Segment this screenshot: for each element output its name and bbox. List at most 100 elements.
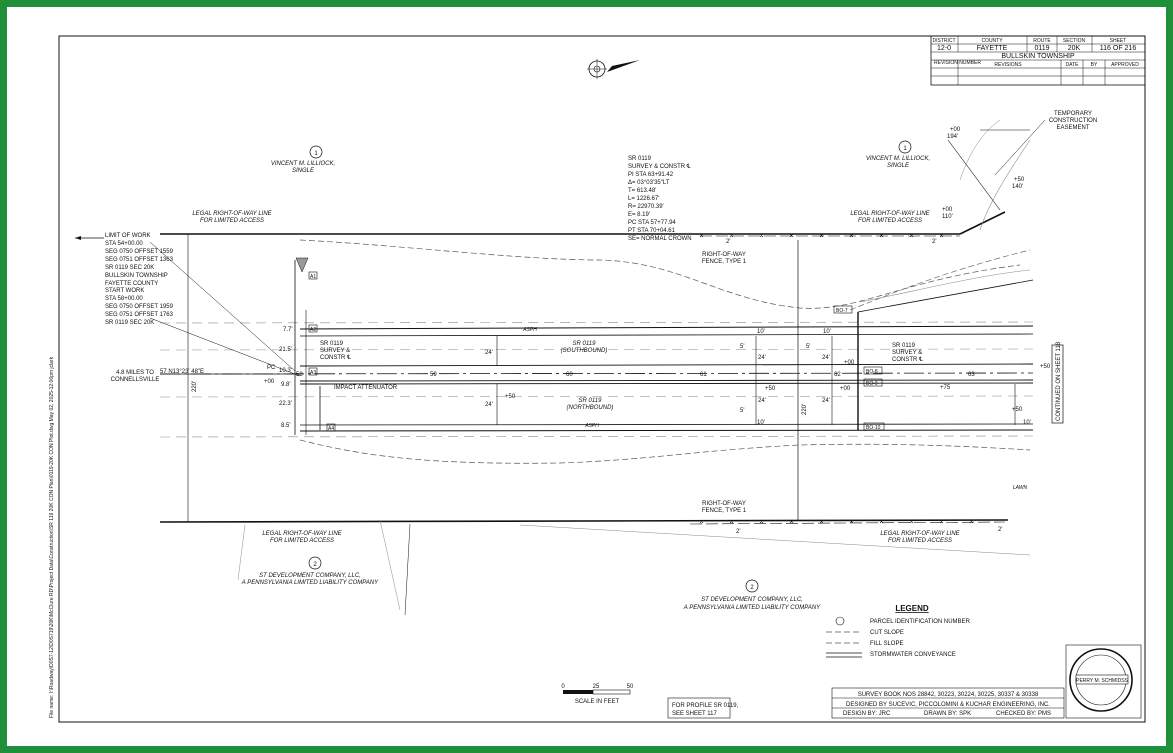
- legend-title: LEGEND: [895, 604, 929, 613]
- svg-text:+50: +50: [1012, 407, 1023, 413]
- curve-data: SR 0119 SURVEY & CONSTR ℄ PI STA 63+91.4…: [628, 156, 692, 242]
- svg-text:10.3': 10.3': [279, 368, 292, 374]
- svg-text:62: 62: [834, 372, 841, 378]
- svg-text:STA 58+00.00: STA 58+00.00: [105, 296, 143, 302]
- svg-text:SR 0119: SR 0119: [579, 398, 603, 404]
- svg-text:PC STA 57+77.94: PC STA 57+77.94: [628, 220, 676, 226]
- svg-text:0: 0: [561, 684, 565, 690]
- svg-text:(NORTHBOUND): (NORTHBOUND): [567, 405, 614, 411]
- svg-text:24': 24': [822, 398, 830, 404]
- svg-text:FOR LIMITED ACCESS: FOR LIMITED ACCESS: [888, 538, 952, 544]
- svg-text:10': 10': [823, 329, 831, 335]
- svg-text:+00: +00: [264, 379, 275, 385]
- cut-slope-lines: [299, 119, 1031, 556]
- owner-vincent-right-1: VINCENT M. LILLIOCK,: [866, 156, 930, 162]
- svg-text:9.8': 9.8': [281, 382, 291, 388]
- svg-text:CHECKED BY: PMS: CHECKED BY: PMS: [996, 711, 1051, 717]
- svg-text:10': 10': [1023, 420, 1031, 426]
- svg-text:SEG 0750 OFFSET 1559: SEG 0750 OFFSET 1559: [105, 249, 174, 255]
- parcel-1-left-label: 1: [314, 151, 318, 157]
- svg-text:220': 220': [802, 404, 808, 415]
- north-arrow-icon: [587, 59, 640, 79]
- owner-st-left-1: ST DEVELOPMENT COMPANY, LLC,: [259, 573, 361, 579]
- svg-text:FOR LIMITED ACCESS: FOR LIMITED ACCESS: [858, 218, 922, 224]
- svg-text:2': 2': [736, 529, 740, 535]
- parcel-2-left-label: 2: [313, 562, 317, 568]
- svg-text:FOR PROFILE SR 0119,: FOR PROFILE SR 0119,: [672, 703, 739, 709]
- svg-text:T= 613.48': T= 613.48': [628, 188, 656, 194]
- tb-revisions: REVISIONS: [994, 62, 1022, 68]
- svg-text:RIGHT-OF-WAY: RIGHT-OF-WAY: [702, 252, 746, 258]
- svg-text:59: 59: [430, 372, 437, 378]
- svg-text:EASEMENT: EASEMENT: [1056, 125, 1089, 131]
- svg-text:FAYETTE COUNTY: FAYETTE COUNTY: [105, 281, 158, 287]
- svg-text:24': 24': [485, 350, 493, 356]
- svg-text:SR 0119 SEC 20K: SR 0119 SEC 20K: [105, 265, 154, 271]
- owner-names: VINCENT M. LILLIOCK, SINGLE VINCENT M. L…: [241, 156, 930, 611]
- start-work-note: START WORK STA 58+00.00 SEG 0750 OFFSET …: [105, 288, 174, 326]
- svg-text:61: 61: [700, 372, 707, 378]
- tb-h-county: COUNTY: [981, 38, 1003, 44]
- svg-text:CONSTR ℄: CONSTR ℄: [320, 355, 351, 361]
- svg-text:ASPH: ASPH: [522, 327, 537, 333]
- svg-text:LEGAL RIGHT-OF-WAY LINE: LEGAL RIGHT-OF-WAY LINE: [850, 211, 930, 217]
- svg-text:DRAWN BY: SPK: DRAWN BY: SPK: [924, 711, 971, 717]
- svg-text:LEGAL RIGHT-OF-WAY LINE: LEGAL RIGHT-OF-WAY LINE: [262, 531, 342, 537]
- svg-text:SURVEY &: SURVEY &: [892, 350, 922, 356]
- svg-text:LAWN: LAWN: [1013, 485, 1028, 491]
- row-labels: LEGAL RIGHT-OF-WAY LINE FOR LIMITED ACCE…: [192, 211, 960, 544]
- tb-approved: APPROVED: [1111, 62, 1139, 68]
- svg-text:SR 0119: SR 0119: [628, 156, 652, 162]
- svg-text:+50: +50: [765, 386, 776, 392]
- bearing-label: 57 N13°23' 48"E: [160, 369, 204, 375]
- owner-st-right-2: A PENNSYLVANIA LIMITED LIABILITY COMPANY: [683, 605, 821, 611]
- dimension-labels: 7.7' 21.5' 10.3' 9.8' 22.3' 8.5' 24' 24'…: [192, 239, 1051, 535]
- svg-text:5': 5': [806, 344, 810, 350]
- svg-text:A4: A4: [328, 426, 334, 432]
- miles-label-2: CONNELLSVILLE: [111, 377, 160, 383]
- svg-text:START WORK: START WORK: [105, 288, 144, 294]
- top-row-line: [159, 211, 1009, 525]
- svg-text:LEGAL RIGHT-OF-WAY LINE: LEGAL RIGHT-OF-WAY LINE: [192, 211, 272, 217]
- svg-text:24': 24': [822, 355, 830, 361]
- svg-text:LEGAL RIGHT-OF-WAY LINE: LEGAL RIGHT-OF-WAY LINE: [880, 531, 960, 537]
- continued-box: CONTINUED ON SHEET 118: [1051, 341, 1064, 424]
- svg-text:SEG 0750 OFFSET 1959: SEG 0750 OFFSET 1959: [105, 304, 174, 310]
- svg-text:SEG 0751 OFFSET 1363: SEG 0751 OFFSET 1363: [105, 257, 174, 263]
- fence-labels: RIGHT-OF-WAY FENCE, TYPE 1 RIGHT-OF-WAY …: [702, 252, 747, 514]
- parcel-2-right-label: 2: [750, 585, 754, 591]
- svg-text:SURVEY & CONSTR ℄: SURVEY & CONSTR ℄: [628, 164, 691, 170]
- tb-h-route: ROUTE: [1033, 38, 1051, 44]
- svg-text:24': 24': [485, 402, 493, 408]
- svg-text:SR 0119 SEC 20K: SR 0119 SEC 20K: [105, 320, 154, 326]
- engineer-seal: PERRY M. SCHMIDSS: [1065, 644, 1142, 719]
- svg-text:63: 63: [968, 372, 975, 378]
- svg-text:SR 0119: SR 0119: [320, 341, 344, 347]
- svg-text:SR 0119: SR 0119: [892, 343, 916, 349]
- svg-text:8.5': 8.5': [281, 423, 291, 429]
- svg-text:PT STA 70+04.61: PT STA 70+04.61: [628, 228, 676, 234]
- svg-text:2': 2': [932, 239, 936, 245]
- svg-text:A1: A1: [310, 274, 316, 280]
- leader-lines: [149, 119, 1046, 616]
- tb-county: FAYETTE: [977, 45, 1008, 52]
- svg-text:+50: +50: [1014, 177, 1025, 183]
- svg-text:140': 140': [1012, 184, 1023, 190]
- tb-date: DATE: [1066, 62, 1080, 68]
- svg-text:BULLSKIN TOWNSHIP: BULLSKIN TOWNSHIP: [105, 273, 168, 279]
- title-block: DISTRICT COUNTY ROUTE SECTION SHEET 12-0…: [930, 35, 1146, 86]
- footer-block: SURVEY BOOK NOS 28842, 30223, 30224, 302…: [831, 687, 1065, 719]
- tb-sheet: 116 OF 216: [1100, 45, 1137, 52]
- svg-text:SEE SHEET 117: SEE SHEET 117: [672, 711, 717, 717]
- svg-text:RIGHT-OF-WAY: RIGHT-OF-WAY: [702, 501, 746, 507]
- sheet-border: [58, 35, 1146, 723]
- svg-text:DESIGNED BY SUCEVIC, PICCOLOMI: DESIGNED BY SUCEVIC, PICCOLOMINI & KUCHA…: [846, 702, 1050, 708]
- lane-labels: SR 0119 (SOUTHBOUND) SR 0119 (NORTHBOUND…: [522, 327, 1027, 491]
- fence-ticks: [699, 233, 974, 524]
- svg-text:SR 0119: SR 0119: [573, 341, 597, 347]
- scale-bar: 0 25 50 SCALE IN FEET: [561, 684, 634, 705]
- tb-rev-number: REVISION NUMBER: [934, 60, 981, 66]
- svg-text:5': 5': [740, 344, 744, 350]
- pc-label: PC: [267, 365, 276, 371]
